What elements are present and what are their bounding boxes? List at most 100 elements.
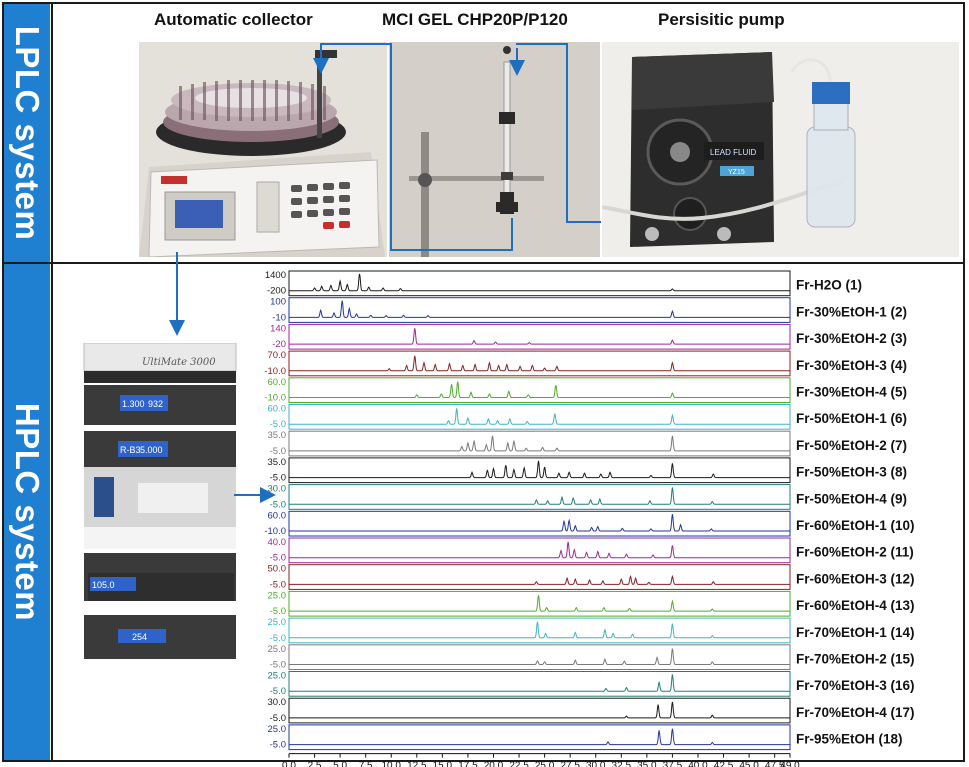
y-top-label: 60.0: [268, 377, 287, 388]
chromatogram-trace: [289, 328, 790, 345]
row-frame: [288, 537, 791, 564]
side-divider: [51, 4, 53, 760]
y-top-label: 25.0: [268, 590, 287, 601]
chromatogram-trace: [289, 595, 790, 612]
row-frame: [288, 697, 791, 724]
x-tick-label: 37.5: [663, 761, 683, 767]
chromatogram-trace: [289, 514, 790, 532]
hplc-side-label: HPLC system: [4, 264, 50, 760]
collector-title: Automatic collector: [154, 10, 313, 29]
y-bottom-label: -200: [267, 286, 286, 297]
row-frame: [288, 404, 791, 430]
y-top-label: 60.0: [268, 510, 287, 521]
row-frame: [288, 564, 791, 590]
x-tick-label: 2.5: [308, 761, 322, 767]
column-title: MCI GEL CHP20P/P120: [382, 10, 568, 29]
display-pressure: 932: [148, 399, 163, 409]
y-bottom-label: -5.0: [270, 713, 286, 724]
chromatogram-trace: [289, 487, 790, 505]
chromatogram-row: 60.0 -10.0 Fr-30%EtOH-4 (5): [264, 377, 907, 404]
lplc-side-label: LPLC system: [4, 4, 50, 262]
chromatogram-trace: [289, 674, 790, 692]
y-bottom-label: -5.0: [270, 579, 286, 590]
y-top-label: 25.0: [268, 644, 287, 655]
y-top-label: 35.0: [268, 457, 287, 468]
row-frame: [288, 323, 791, 350]
chromatogram-row: 25.0 -5.0 Fr-70%EtOH-2 (15): [268, 644, 915, 671]
x-tick-label: 12.5: [407, 761, 427, 767]
chromatogram-trace: [289, 574, 790, 585]
y-bottom-label: -20: [272, 339, 286, 350]
fraction-label: Fr-60%EtOH-2 (11): [796, 545, 914, 560]
y-bottom-label: -5.0: [270, 553, 286, 564]
y-bottom-label: -5.0: [270, 606, 286, 617]
y-bottom-label: -5.0: [270, 473, 286, 484]
chromatogram-row: 140 -20 Fr-30%EtOH-2 (3): [270, 323, 907, 350]
y-top-label: 30.0: [268, 484, 287, 495]
y-bottom-label: -10: [272, 312, 286, 323]
y-top-label: 40.0: [268, 537, 287, 548]
x-tick-label: 0.0: [282, 761, 296, 767]
x-tick-label: 10.0: [382, 761, 402, 767]
row-frame: [288, 510, 791, 537]
x-tick-label: 45.0: [739, 761, 759, 767]
display-flow: 1.300: [122, 399, 145, 409]
x-tick-label: 47.5: [765, 761, 785, 767]
y-top-label: 140: [270, 323, 286, 334]
chromatogram-trace: [289, 460, 790, 479]
x-tick-label: 15.0: [433, 761, 453, 767]
chromatogram-trace: [289, 648, 790, 665]
fraction-label: Fr-50%EtOH-1 (6): [796, 411, 907, 426]
y-top-label: 100: [270, 297, 286, 308]
fraction-label: Fr-30%EtOH-3 (4): [796, 358, 907, 373]
y-bottom-label: -10.0: [264, 393, 286, 404]
y-top-label: 1400: [265, 270, 286, 281]
y-bottom-label: -5.0: [270, 633, 286, 644]
y-bottom-label: -5.0: [270, 419, 286, 430]
chromatogram-trace: [289, 728, 790, 746]
pump-brand: LEAD FLUID: [710, 148, 756, 157]
fraction-label: Fr-60%EtOH-4 (13): [796, 598, 915, 613]
row-frame: [288, 270, 791, 297]
fraction-label: Fr-30%EtOH-2 (3): [796, 331, 907, 346]
fraction-label: Fr-30%EtOH-1 (2): [796, 304, 907, 319]
pump-title: Persisitic pump: [658, 10, 785, 29]
row-frame: [288, 430, 791, 457]
hplc-brand: UltiMate 3000: [142, 357, 216, 368]
y-top-label: 25.0: [268, 724, 287, 735]
y-top-label: 25.0: [268, 671, 287, 682]
x-tick-label: 17.5: [458, 761, 478, 767]
chromatogram-trace: [289, 621, 790, 639]
pump-photo: LEAD FLUID YZ15: [602, 42, 959, 257]
fraction-label: Fr-30%EtOH-4 (5): [796, 385, 907, 400]
fraction-label: Fr-70%EtOH-3 (16): [796, 678, 915, 693]
x-tick-label: 22.5: [509, 761, 529, 767]
chromatogram-trace: [289, 541, 790, 559]
x-tick-label: 42.5: [714, 761, 734, 767]
section-divider: [4, 262, 963, 264]
fraction-label: Fr-70%EtOH-2 (15): [796, 652, 915, 667]
y-bottom-label: -5.0: [270, 660, 286, 671]
y-bottom-label: -5.0: [270, 446, 286, 457]
x-tick-label: 5.0: [333, 761, 347, 767]
fraction-label: Fr-50%EtOH-3 (8): [796, 465, 907, 480]
chromatogram-trace: [289, 408, 790, 425]
fraction-label: Fr-60%EtOH-3 (12): [796, 571, 915, 586]
display-temperature: 105.0: [92, 580, 115, 590]
y-bottom-label: -5.0: [270, 740, 286, 751]
row-frame: [288, 297, 791, 323]
display-position: R-B3: [120, 445, 141, 455]
chromatogram-trace: [289, 273, 790, 292]
x-tick-label: 20.0: [484, 761, 504, 767]
x-tick-label: 35.0: [637, 761, 657, 767]
fraction-label: Fr-50%EtOH-2 (7): [796, 438, 907, 453]
